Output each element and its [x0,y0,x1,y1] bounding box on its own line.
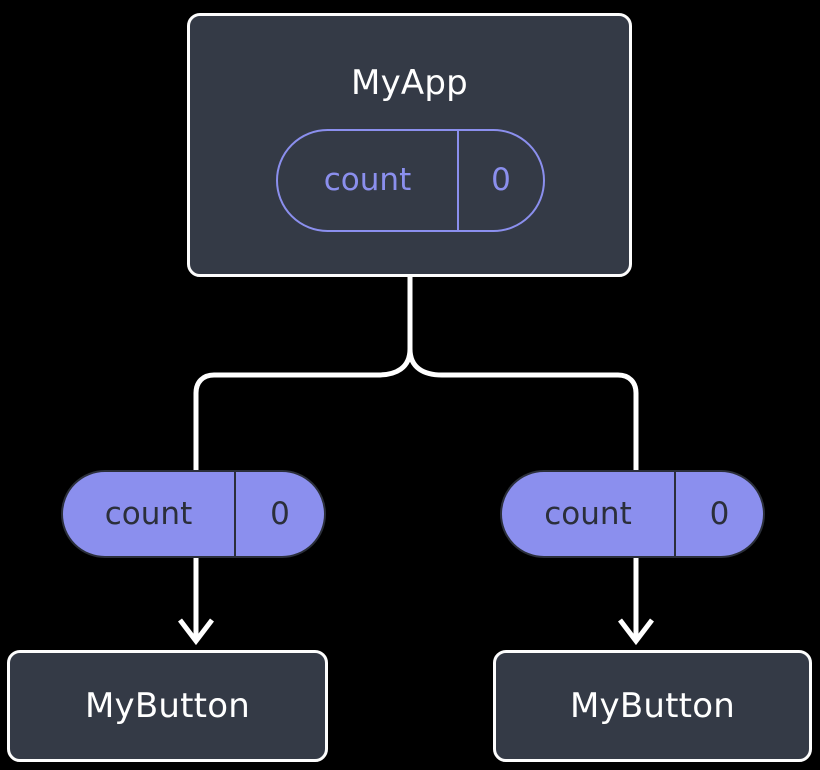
component-node-mybutton-right[interactable]: MyButton [493,650,812,762]
state-pill-child-right[interactable]: count 0 [500,470,765,558]
state-pill-myapp[interactable]: count 0 [276,129,545,232]
arrowhead-left-icon [178,618,214,646]
connector-branch-right [407,346,639,473]
state-pill-child-left[interactable]: count 0 [61,470,326,558]
component-title-mybutton: MyButton [570,686,735,726]
component-node-mybutton-left[interactable]: MyButton [7,650,328,762]
state-key-label: count [544,495,632,532]
component-title-myapp: MyApp [351,63,468,103]
component-title-mybutton: MyButton [85,686,250,726]
state-value-label: 0 [234,472,324,556]
arrowhead-right-icon [618,618,654,646]
state-value-label: 0 [457,131,543,230]
connector-branch-left [193,346,413,473]
state-key-label: count [104,495,193,532]
state-value-label: 0 [674,472,763,556]
state-key-label: count [323,162,412,198]
